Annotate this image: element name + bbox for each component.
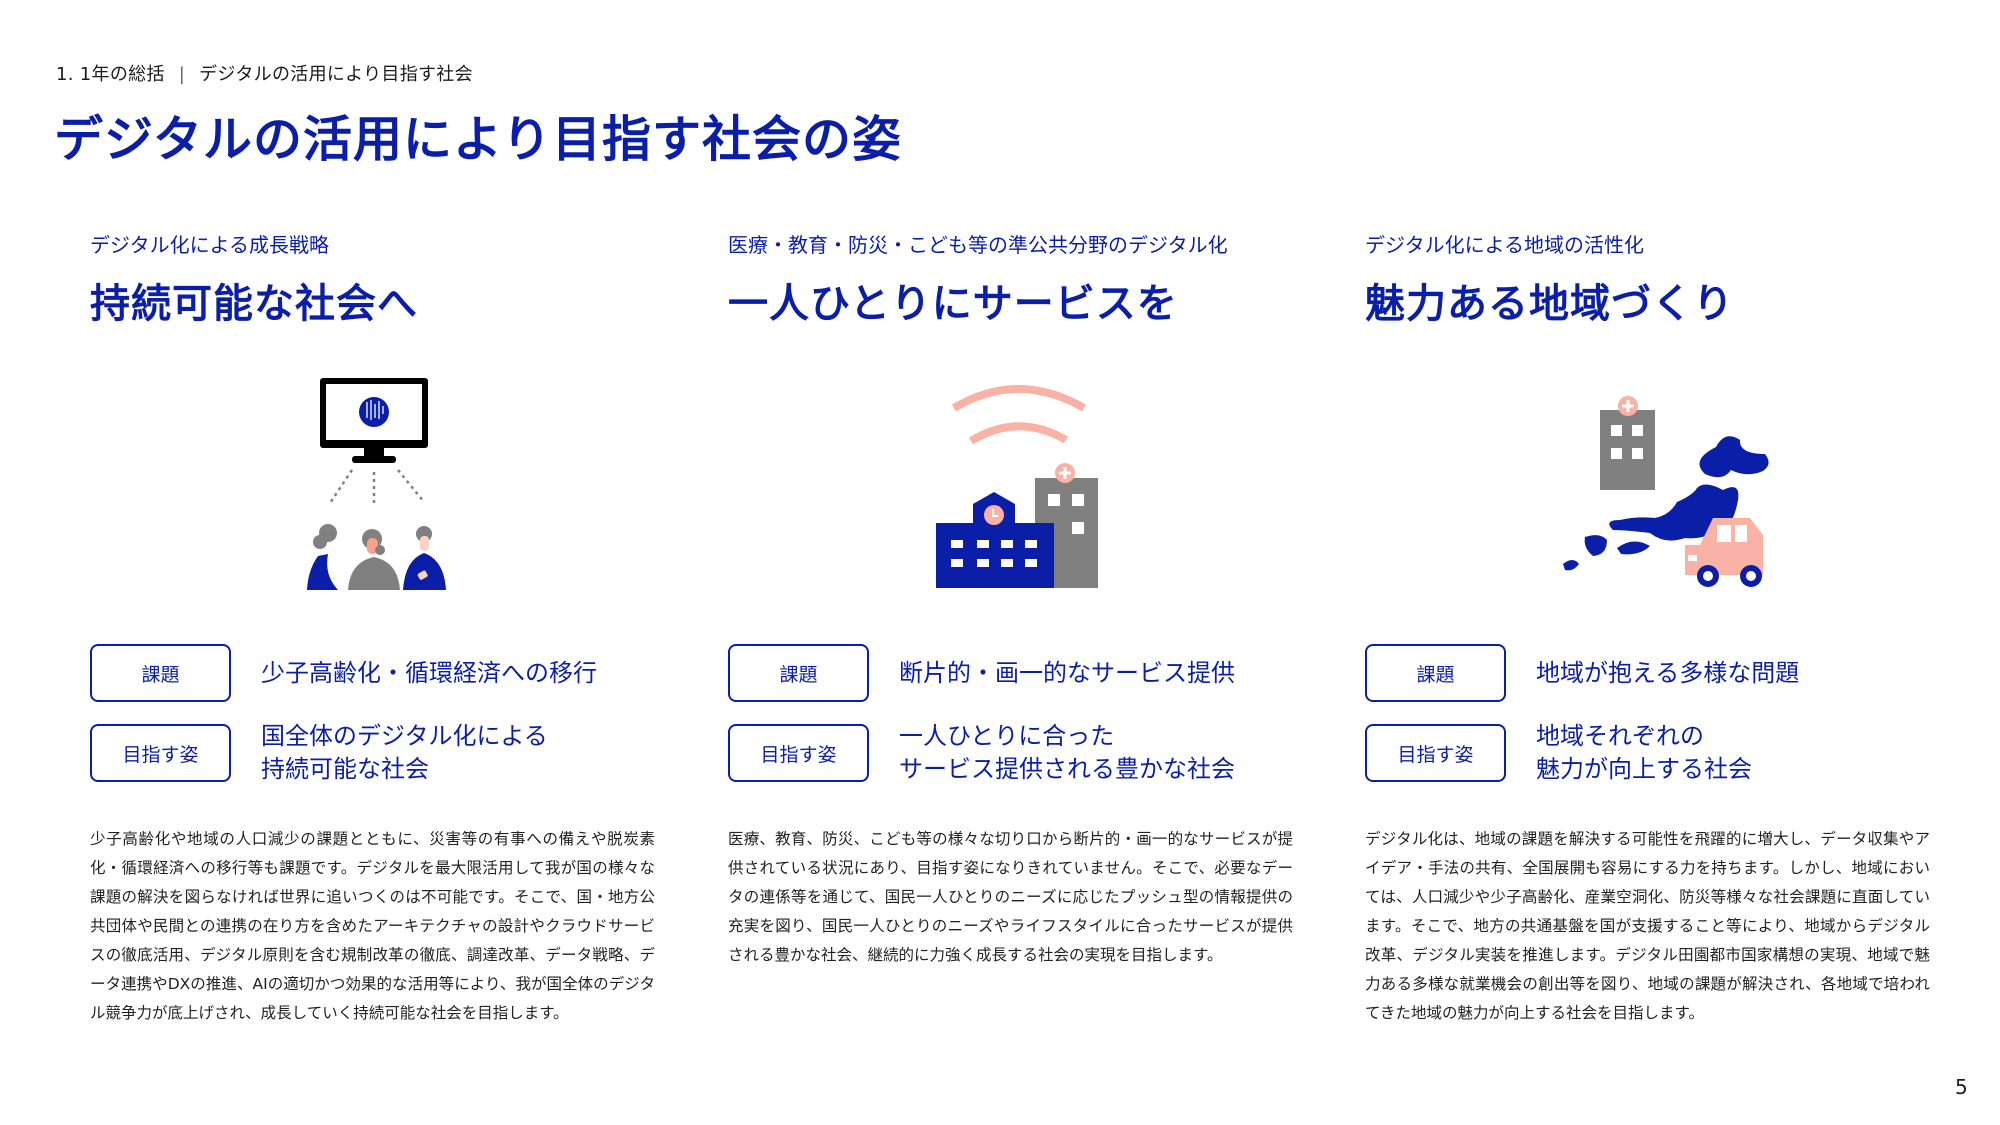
column-subtitle: 医療・教育・防災・こども等の準公共分野のデジタル化 <box>728 233 1228 257</box>
school-hospital-wireless-icon <box>728 370 1308 600</box>
column-subtitle: デジタル化による地域の活性化 <box>1365 233 1644 257</box>
column-body-text: 少子高齢化や地域の人口減少の課題とともに、災害等の有事への備えや脱炭素化・循環経… <box>90 830 655 1022</box>
column-subtitle: デジタル化による成長戦略 <box>90 233 329 257</box>
breadcrumb-separator: | <box>178 64 186 85</box>
breadcrumb: 1. 1年の総括 | デジタルの活用により目指す社会 <box>56 60 473 86</box>
column-heading: 持続可能な社会へ <box>90 281 418 327</box>
column-heading: 一人ひとりにサービスを <box>728 281 1178 327</box>
goal-row: 目指す姿 地域それぞれの 魅力が向上する社会 <box>1365 722 1945 784</box>
page-number: 5 <box>1955 1075 1968 1099</box>
breadcrumb-section: 1. 1年の総括 <box>56 64 165 85</box>
column-body-text: 医療、教育、防災、こども等の様々な切り口から断片的・画一的なサービスが提供されて… <box>728 830 1293 964</box>
goal-text: 一人ひとりに合った サービス提供される豊かな社会 <box>899 722 1235 783</box>
goal-badge: 目指す姿 <box>90 724 231 782</box>
column-regional-revitalization: デジタル化による地域の活性化 魅力ある地域づくり 課題 地 <box>1365 230 1945 1022</box>
goal-badge: 目指す姿 <box>1365 724 1506 782</box>
breadcrumb-topic: デジタルの活用により目指す社会 <box>199 64 473 85</box>
column-heading: 魅力ある地域づくり <box>1365 281 1734 327</box>
japan-map-hospital-car-icon <box>1365 370 1945 600</box>
column-growth-strategy: デジタル化による成長戦略 持続可能な社会へ <box>90 230 670 1022</box>
monitor-with-people-icon <box>90 370 670 600</box>
issue-goal-table: 課題 断片的・画一的なサービス提供 目指す姿 一人ひとりに合った サービス提供さ… <box>728 642 1308 802</box>
issue-text: 地域が抱える多様な問題 <box>1536 658 1800 687</box>
issue-row: 課題 少子高齢化・循環経済への移行 <box>90 642 670 704</box>
goal-row: 目指す姿 一人ひとりに合った サービス提供される豊かな社会 <box>728 722 1308 784</box>
issue-row: 課題 断片的・画一的なサービス提供 <box>728 642 1308 704</box>
issue-row: 課題 地域が抱える多様な問題 <box>1365 642 1945 704</box>
issue-badge: 課題 <box>1365 644 1506 702</box>
issue-badge: 課題 <box>90 644 231 702</box>
issue-goal-table: 課題 少子高齢化・循環経済への移行 目指す姿 国全体のデジタル化による 持続可能… <box>90 642 670 802</box>
issue-goal-table: 課題 地域が抱える多様な問題 目指す姿 地域それぞれの 魅力が向上する社会 <box>1365 642 1945 802</box>
goal-text: 地域それぞれの 魅力が向上する社会 <box>1536 722 1752 783</box>
issue-text: 断片的・画一的なサービス提供 <box>899 658 1235 687</box>
goal-row: 目指す姿 国全体のデジタル化による 持続可能な社会 <box>90 722 670 784</box>
goal-badge: 目指す姿 <box>728 724 869 782</box>
column-public-services: 医療・教育・防災・こども等の準公共分野のデジタル化 一人ひとりにサービスを <box>728 230 1308 964</box>
issue-text: 少子高齢化・循環経済への移行 <box>261 658 597 687</box>
column-body-text: デジタル化は、地域の課題を解決する可能性を飛躍的に増大し、データ収集やアイデア・… <box>1365 830 1930 1022</box>
goal-text: 国全体のデジタル化による 持続可能な社会 <box>261 722 548 783</box>
issue-badge: 課題 <box>728 644 869 702</box>
page-title: デジタルの活用により目指す社会の姿 <box>54 111 903 168</box>
